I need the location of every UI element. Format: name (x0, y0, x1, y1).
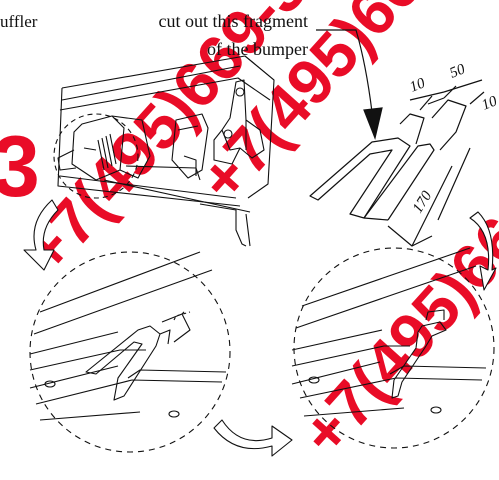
flow-arrows (23, 199, 497, 457)
detail-view-left (29, 251, 231, 453)
detail-circle-left (29, 251, 231, 453)
detail-circle-small (53, 113, 139, 199)
watermark-big-digit: 3 (0, 119, 40, 215)
detail-view-right (291, 247, 495, 449)
curved-arrow-bottom (213, 419, 293, 457)
dimension-170: 170 (410, 188, 436, 216)
curved-arrow-left (23, 199, 59, 271)
dimension-10-right: 10 (480, 93, 499, 114)
curved-arrow-right (469, 211, 497, 291)
watermark: 3 +7(495)669-3 +7(495)669-3 +7(495)669-3 (0, 0, 499, 469)
muffler-label: uffler (0, 12, 38, 31)
dimension-50: 50 (448, 61, 468, 82)
cut-fragment-view (309, 79, 485, 247)
dimension-10-left: 10 (408, 75, 428, 96)
cut-leader-arrow (316, 29, 383, 141)
cut-label-line1: cut out this fragment (159, 11, 308, 31)
watermark-phone-3: +7(495)669-3 (287, 134, 499, 469)
cut-label-line2: of the bumper (207, 39, 308, 59)
bumper-assembly-view (57, 55, 275, 247)
detail-circle-right (293, 247, 495, 449)
